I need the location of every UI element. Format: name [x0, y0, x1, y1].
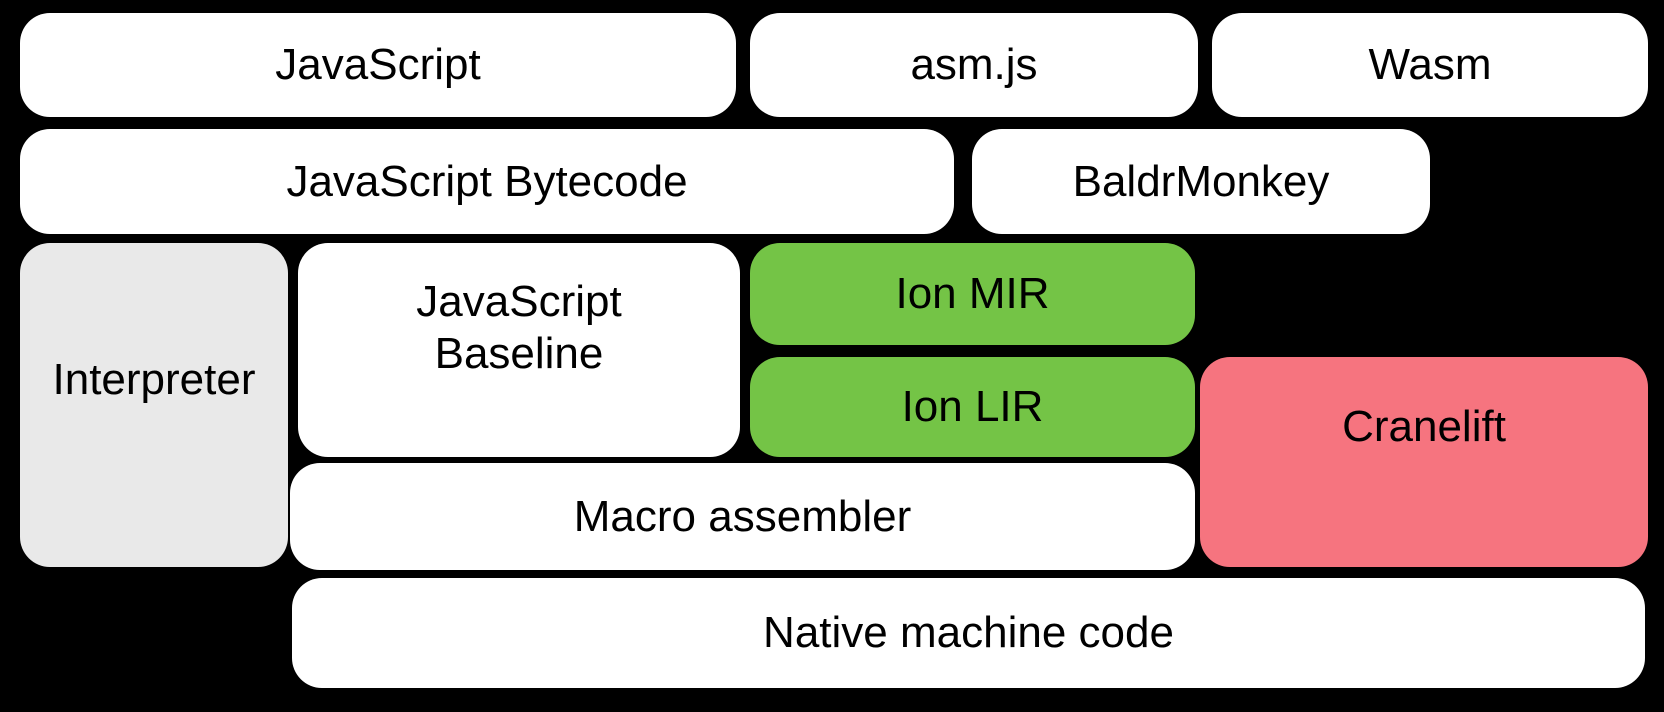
node-javascript-baseline-label: JavaScript Baseline	[416, 276, 621, 380]
node-baldrmonkey: BaldrMonkey	[972, 129, 1430, 234]
node-javascript: JavaScript	[20, 13, 736, 117]
node-javascript-baseline-line1: JavaScript	[416, 277, 622, 327]
node-javascript-baseline: JavaScript Baseline	[298, 243, 740, 457]
node-ion-mir: Ion MIR	[750, 243, 1195, 345]
node-macro-assembler: Macro assembler	[290, 463, 1195, 570]
node-native-machine-code: Native machine code	[292, 578, 1645, 688]
node-ion-lir: Ion LIR	[750, 357, 1195, 457]
node-native-machine-code-label: Native machine code	[763, 608, 1174, 658]
node-asmjs-label: asm.js	[910, 40, 1038, 90]
node-cranelift: Cranelift	[1200, 357, 1648, 567]
node-interpreter-label: Interpreter	[52, 355, 256, 405]
node-ion-mir-label: Ion MIR	[895, 269, 1050, 319]
node-cranelift-label: Cranelift	[1342, 402, 1506, 452]
node-wasm-label: Wasm	[1368, 40, 1492, 90]
node-ion-lir-label: Ion LIR	[901, 382, 1044, 432]
node-javascript-baseline-line2: Baseline	[434, 329, 604, 378]
node-wasm: Wasm	[1212, 13, 1648, 117]
node-javascript-bytecode: JavaScript Bytecode	[20, 129, 954, 234]
node-baldrmonkey-label: BaldrMonkey	[1072, 156, 1330, 206]
node-interpreter: Interpreter	[20, 243, 288, 567]
node-macro-assembler-label: Macro assembler	[573, 491, 912, 541]
node-javascript-bytecode-label: JavaScript Bytecode	[286, 156, 688, 206]
node-javascript-label: JavaScript	[275, 40, 481, 90]
node-asmjs: asm.js	[750, 13, 1198, 117]
